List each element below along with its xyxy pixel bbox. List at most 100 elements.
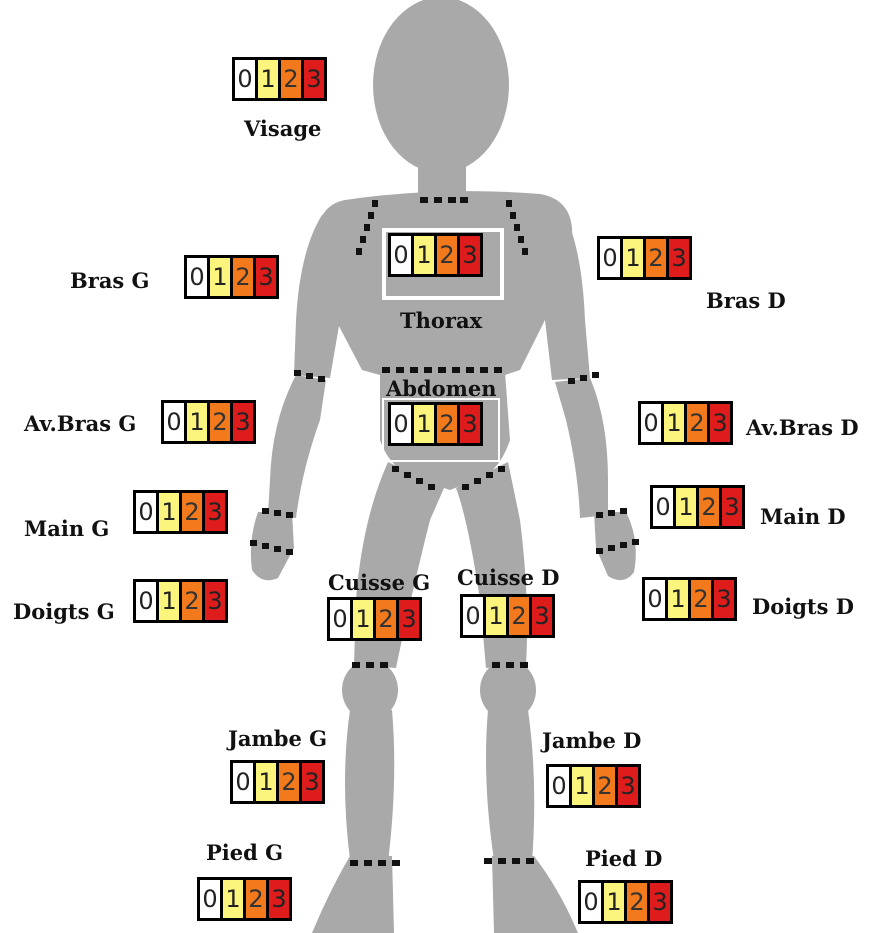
pain-level-3-option[interactable]: 3 <box>304 60 324 98</box>
pain-level-3-option[interactable]: 3 <box>650 883 670 921</box>
pain-level-1-option[interactable]: 1 <box>159 582 179 620</box>
pain-level-1-option[interactable]: 1 <box>353 600 373 638</box>
pain-level-0-option[interactable]: 0 <box>391 236 411 274</box>
pain-level-2-option[interactable]: 2 <box>210 403 230 441</box>
pain-level-1-option[interactable]: 1 <box>414 236 434 274</box>
pain-level-2-option[interactable]: 2 <box>595 767 615 805</box>
label-main-g: Main G <box>24 518 109 539</box>
pain-level-0-option[interactable]: 0 <box>233 763 253 801</box>
pain-level-0-option[interactable]: 0 <box>136 493 156 531</box>
pain-level-1-option[interactable]: 1 <box>664 404 684 442</box>
pain-level-0-option[interactable]: 0 <box>330 600 350 638</box>
pain-level-3-option[interactable]: 3 <box>269 880 289 918</box>
pain-level-0-option[interactable]: 0 <box>164 403 184 441</box>
pain-level-2-option[interactable]: 2 <box>182 493 202 531</box>
label-pied-g: Pied G <box>206 842 283 863</box>
pain-level-0-option[interactable]: 0 <box>581 883 601 921</box>
pain-level-1-option[interactable]: 1 <box>187 403 207 441</box>
pain-level-1-option[interactable]: 1 <box>623 239 643 277</box>
label-avbras-d: Av.Bras D <box>746 417 859 438</box>
pain-level-0-option[interactable]: 0 <box>645 580 665 618</box>
label-bras-g: Bras G <box>70 270 150 291</box>
pain-level-1-option[interactable]: 1 <box>210 258 230 296</box>
pain-level-2-option[interactable]: 2 <box>279 763 299 801</box>
pain-level-2-option[interactable]: 2 <box>646 239 666 277</box>
pain-level-1-option[interactable]: 1 <box>604 883 624 921</box>
pain-level-1-option[interactable]: 1 <box>668 580 688 618</box>
pain-level-2-option[interactable]: 2 <box>437 405 457 443</box>
pain-level-2-option[interactable]: 2 <box>509 597 529 635</box>
label-pied-d: Pied D <box>585 848 662 869</box>
pain-level-3-option[interactable]: 3 <box>460 236 480 274</box>
pain-level-2-option[interactable]: 2 <box>281 60 301 98</box>
pain-level-0-option[interactable]: 0 <box>463 597 483 635</box>
pain-level-1-option[interactable]: 1 <box>676 488 696 526</box>
label-avbras-g: Av.Bras G <box>24 413 136 434</box>
pain-level-3-option[interactable]: 3 <box>233 403 253 441</box>
pain-level-0-option[interactable]: 0 <box>136 582 156 620</box>
pain-level-0-option[interactable]: 0 <box>391 405 411 443</box>
pain-level-2-option[interactable]: 2 <box>699 488 719 526</box>
pain-level-3-option[interactable]: 3 <box>302 763 322 801</box>
pain-level-3-option[interactable]: 3 <box>205 493 225 531</box>
pain-level-2-option[interactable]: 2 <box>233 258 253 296</box>
label-bras-d: Bras D <box>706 290 786 311</box>
pain-level-2-option[interactable]: 2 <box>246 880 266 918</box>
pain-level-2-option[interactable]: 2 <box>376 600 396 638</box>
pain-level-1-option[interactable]: 1 <box>159 493 179 531</box>
pain-level-0-option[interactable]: 0 <box>549 767 569 805</box>
label-jambe-d: Jambe D <box>542 730 641 751</box>
pain-level-0-option[interactable]: 0 <box>653 488 673 526</box>
pain-level-3-option[interactable]: 3 <box>722 488 742 526</box>
label-visage: Visage <box>244 118 321 139</box>
label-main-d: Main D <box>760 506 846 527</box>
pain-level-3-option[interactable]: 3 <box>669 239 689 277</box>
label-abdomen: Abdomen <box>386 378 497 399</box>
label-doigts-d: Doigts D <box>752 596 854 617</box>
label-cuisse-g: Cuisse G <box>328 572 430 593</box>
pain-level-0-option[interactable]: 0 <box>600 239 620 277</box>
pain-level-3-option[interactable]: 3 <box>460 405 480 443</box>
pain-level-0-option[interactable]: 0 <box>187 258 207 296</box>
pain-level-3-option[interactable]: 3 <box>256 258 276 296</box>
pain-level-3-option[interactable]: 3 <box>714 580 734 618</box>
pain-level-2-option[interactable]: 2 <box>182 582 202 620</box>
pain-level-3-option[interactable]: 3 <box>710 404 730 442</box>
pain-level-3-option[interactable]: 3 <box>399 600 419 638</box>
pain-level-2-option[interactable]: 2 <box>687 404 707 442</box>
pain-level-3-option[interactable]: 3 <box>532 597 552 635</box>
pain-level-2-option[interactable]: 2 <box>691 580 711 618</box>
pain-level-1-option[interactable]: 1 <box>486 597 506 635</box>
pain-level-0-option[interactable]: 0 <box>641 404 661 442</box>
label-jambe-g: Jambe G <box>228 728 327 749</box>
pain-level-1-option[interactable]: 1 <box>572 767 592 805</box>
label-doigts-g: Doigts G <box>13 601 115 622</box>
pain-level-1-option[interactable]: 1 <box>223 880 243 918</box>
pain-level-2-option[interactable]: 2 <box>627 883 647 921</box>
pain-level-2-option[interactable]: 2 <box>437 236 457 274</box>
pain-level-1-option[interactable]: 1 <box>258 60 278 98</box>
pain-level-0-option[interactable]: 0 <box>200 880 220 918</box>
pain-level-3-option[interactable]: 3 <box>618 767 638 805</box>
pain-level-1-option[interactable]: 1 <box>414 405 434 443</box>
pain-level-0-option[interactable]: 0 <box>235 60 255 98</box>
pain-level-1-option[interactable]: 1 <box>256 763 276 801</box>
pain-level-3-option[interactable]: 3 <box>205 582 225 620</box>
